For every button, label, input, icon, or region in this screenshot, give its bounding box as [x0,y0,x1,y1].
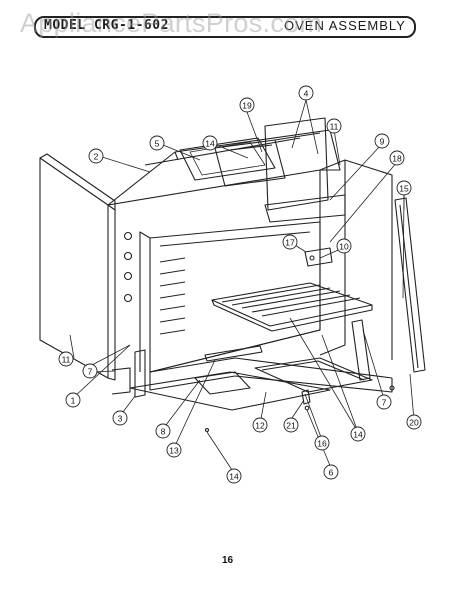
svg-text:16: 16 [317,439,327,449]
left-lower-bracket [134,349,146,398]
broiler-pan [254,357,373,393]
callout-21: 21 [283,417,299,433]
svg-text:13: 13 [169,446,179,456]
svg-text:10: 10 [339,242,349,252]
watermark: AppliancePartsPros.com [20,8,323,38]
oven-cavity [149,221,321,373]
lower-front-frame [149,357,393,379]
svg-text:11: 11 [330,122,339,132]
callout-2: 2 [88,148,104,164]
knob-holes [123,231,133,303]
callout-12: 12 [252,417,268,433]
svg-text:12: 12 [255,421,265,431]
callout-1: 1 [65,392,81,408]
top-panel [107,129,341,206]
svg-text:14: 14 [353,430,363,440]
svg-text:19: 19 [242,101,252,111]
svg-text:1: 1 [71,396,76,406]
callout-13: 13 [166,442,182,458]
svg-text:17: 17 [285,238,295,248]
svg-text:15: 15 [399,184,409,194]
callout-17: 17 [282,234,298,250]
callout-20: 20 [406,414,422,430]
svg-text:8: 8 [161,427,166,437]
model-label: MODEL CRG-1-602 [44,18,169,33]
svg-text:14: 14 [229,472,239,482]
svg-text:5: 5 [155,139,160,149]
burner-box [214,139,286,187]
callout-15: 15 [396,180,412,196]
top-vent [179,137,276,181]
right-side-trim [394,197,426,373]
svg-text:14: 14 [205,139,215,149]
back-bracket [264,117,329,211]
svg-text:7: 7 [382,398,387,408]
hinge-parts [301,389,311,405]
svg-text:20: 20 [409,418,419,428]
leader-lines [69,99,415,474]
callouts: 19 4 5 14 11 9 2 18 15 17 10 11 7 1 7 3 … [58,85,422,484]
svg-text:7: 7 [88,367,93,377]
callout-14-right: 14 [350,426,366,442]
callout-5: 5 [149,135,165,151]
svg-text:6: 6 [329,468,334,478]
page-number: 16 [222,555,234,566]
svg-text:9: 9 [380,137,385,147]
callout-11-left: 11 [58,351,74,367]
callout-6: 6 [323,464,339,480]
callout-8: 8 [155,423,171,439]
side-panel-9 [264,194,346,223]
svg-text:4: 4 [304,89,309,99]
callout-14-top: 14 [202,135,218,151]
callout-10: 10 [336,238,352,254]
callout-3: 3 [112,410,128,426]
element-bracket [304,247,333,267]
oven-rack [211,282,373,332]
callout-7-left: 7 [82,363,98,379]
svg-text:21: 21 [286,421,296,431]
back-wall [319,159,346,356]
callout-18: 18 [389,150,405,166]
rack-supports [159,257,186,335]
left-side-panel [39,157,109,379]
front-trim [204,345,263,362]
callout-7-right: 7 [376,394,392,410]
callout-4: 4 [298,85,314,101]
section-title: OVEN ASSEMBLY [284,18,406,33]
callout-19: 19 [239,97,255,113]
svg-text:2: 2 [94,152,99,162]
callout-9: 9 [374,133,390,149]
svg-text:18: 18 [392,154,402,164]
insulation-piece [194,371,251,395]
svg-text:3: 3 [118,414,123,424]
callout-11-top: 11 [326,118,342,134]
callout-16: 16 [314,435,330,451]
callout-14-bottom: 14 [226,468,242,484]
svg-text:11: 11 [62,355,71,365]
header-frame [34,16,416,38]
right-back-trim [351,319,371,381]
